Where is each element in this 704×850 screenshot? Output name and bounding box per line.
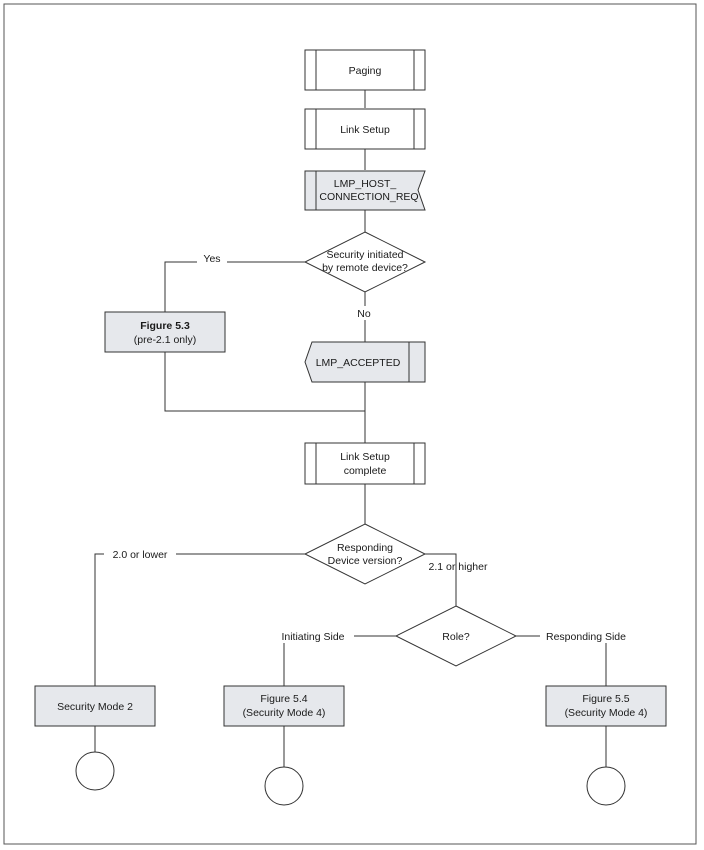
node-figure-5-4: Figure 5.4 (Security Mode 4) (223, 685, 345, 727)
edge-label-no: No (357, 308, 371, 320)
security-mode2-label: Security Mode 2 (57, 701, 133, 713)
yes-label-bg (197, 252, 227, 268)
lmp-accepted-label: LMP_ACCEPTED (316, 357, 401, 369)
security-decision-line2: by remote device? (322, 262, 408, 274)
version-decision-line2: Device version? (328, 555, 403, 567)
edge-version-high (425, 553, 457, 606)
edge-label-2-0-or-lower: 2.0 or lower (113, 549, 168, 561)
node-figure-5-5: Figure 5.5 (Security Mode 4) (545, 685, 667, 727)
link-setup-complete-line1: Link Setup (340, 451, 390, 463)
decision-role: Role? (394, 605, 518, 667)
no-label-bg (350, 306, 380, 320)
edge-label-responding-side: Responding Side (546, 631, 626, 643)
link-setup-label: Link Setup (340, 124, 390, 136)
fig53-title: Figure 5.3 (140, 320, 190, 332)
diagram-frame (3, 3, 697, 845)
fig53-sub: (pre-2.1 only) (134, 334, 196, 346)
edge-security-yes (164, 261, 305, 312)
decision-security-initiated: Security initiated by remote device? (303, 231, 427, 293)
responding-label-bg (540, 629, 632, 643)
lmp-host-req-line2: CONNECTION_REQ (319, 191, 418, 203)
node-security-mode-2: Security Mode 2 (34, 685, 156, 727)
paging-label: Paging (349, 65, 382, 77)
decision-device-version: Responding Device version? (303, 523, 427, 585)
end-circle-mode2 (75, 751, 115, 791)
initiating-label-bg (272, 629, 354, 643)
edge-label-2-1-or-higher: 2.1 or higher (429, 561, 488, 573)
end-circle-fig55 (586, 766, 626, 806)
node-link-setup: Link Setup (304, 108, 426, 150)
edge-role-initiating (283, 635, 396, 686)
node-figure-5-3: Figure 5.3 (pre-2.1 only) (104, 311, 226, 353)
role-decision-label: Role? (442, 631, 470, 643)
edge-version-low (94, 553, 305, 686)
node-lmp-accepted: LMP_ACCEPTED (304, 341, 426, 383)
fig54-sub: (Security Mode 4) (243, 707, 326, 719)
lmp-host-req-line1: LMP_HOST_ (334, 178, 397, 190)
node-link-setup-complete: Link Setup complete (304, 442, 426, 485)
low-label-bg (104, 547, 176, 561)
fig55-title: Figure 5.5 (582, 693, 629, 705)
edge-label-initiating-side: Initiating Side (281, 631, 344, 643)
edge-fig53-merge (164, 352, 365, 412)
link-setup-complete-line2: complete (344, 465, 387, 477)
fig54-title: Figure 5.4 (260, 693, 307, 705)
node-lmp-host-connection-req: LMP_HOST_ CONNECTION_REQ (304, 170, 426, 211)
edge-role-responding (516, 635, 607, 686)
end-circle-fig54 (264, 766, 304, 806)
version-decision-line1: Responding (337, 542, 393, 554)
fig55-sub: (Security Mode 4) (565, 707, 648, 719)
edge-label-yes: Yes (203, 253, 220, 265)
node-paging: Paging (304, 49, 426, 91)
security-decision-line1: Security initiated (326, 249, 403, 261)
